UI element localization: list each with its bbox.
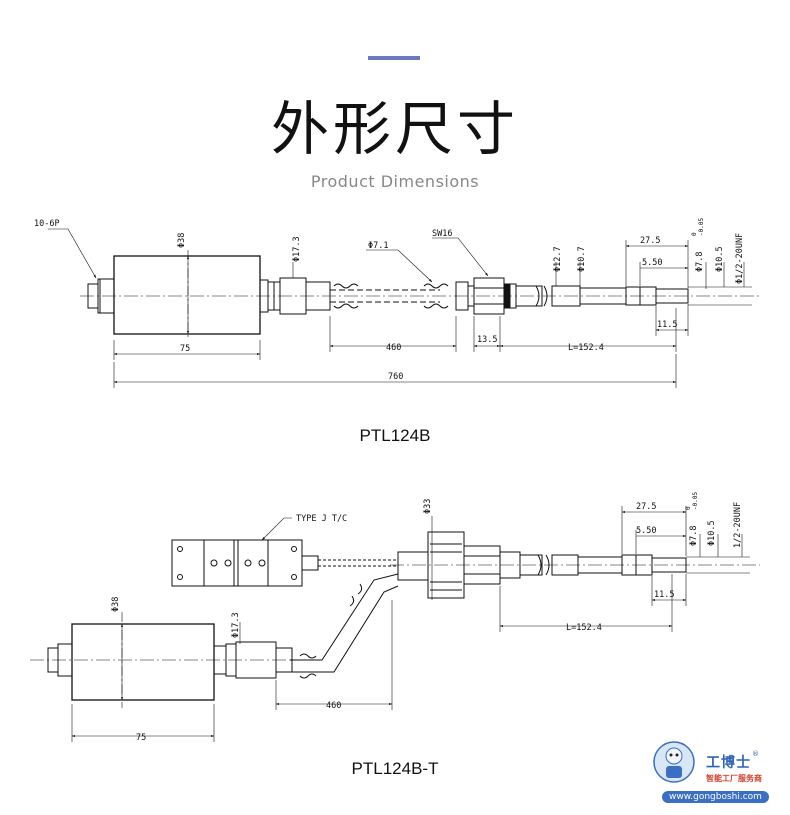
caption-ptl124b-t: PTL124B-T	[351, 759, 439, 778]
label-75: 75	[180, 344, 190, 354]
label2-dia10-5: Φ10.5	[707, 520, 717, 546]
label-length: L=152.4	[568, 343, 604, 353]
label-connector: 10-6P	[34, 219, 60, 229]
label-dia17-3: Φ17.3	[292, 236, 302, 262]
watermark-tagline: 智能工厂服务商	[706, 774, 762, 783]
drawing-ptl124b-t	[30, 506, 760, 742]
label-tc: TYPE J T/C	[296, 514, 347, 524]
label-sw16: SW16	[432, 229, 452, 239]
label-dia38: Φ38	[177, 233, 187, 248]
label2-dia7-8: Φ7.8	[689, 526, 699, 546]
page-title: 外形尺寸	[270, 95, 519, 163]
caption-ptl124b: PTL124B	[359, 426, 431, 445]
label-dia12-7: Φ12.7	[553, 246, 563, 272]
label-5-50: 5.50	[642, 258, 662, 268]
label-tol-lower: -0.05	[698, 218, 705, 236]
label2-tol-lower: -0.05	[692, 492, 699, 510]
mascot-logo	[653, 741, 695, 783]
label-11-5: 11.5	[657, 320, 677, 330]
watermark-url: www.gongboshi.com	[662, 791, 769, 803]
label-dia10-7: Φ10.7	[577, 246, 587, 272]
label2-length: L=152.4	[566, 623, 602, 633]
drawing-ptl124b-labels: 10-6P Φ38 Φ17.3 Φ7.1 SW16 Φ12.7 Φ10.7 27…	[34, 218, 745, 382]
drawing-ptl124b-t-labels: TYPE J T/C Φ33 27.5 5.50 Φ7.8 0 -0.05 Φ1…	[111, 492, 743, 743]
title-accent-bar	[368, 56, 420, 60]
label-dia33: Φ33	[423, 499, 433, 514]
label2-27-5: 27.5	[636, 502, 656, 512]
label2-11-5: 11.5	[654, 590, 674, 600]
watermark-name: 工博士	[706, 755, 751, 771]
label-460: 460	[386, 343, 401, 353]
label-dia10-5: Φ10.5	[715, 246, 725, 272]
label-dia7-1: Φ7.1	[368, 241, 388, 251]
label2-thread: 1/2-20UNF	[733, 502, 743, 548]
label2-5-50: 5.50	[636, 526, 656, 536]
label2-460: 460	[326, 701, 341, 711]
label-13-5: 13.5	[477, 335, 497, 345]
label-tol-upper: 0	[691, 232, 698, 236]
drawing-ptl124b	[48, 228, 760, 388]
label-thread: Φ1/2-20UNF	[735, 233, 745, 284]
label2-dia17-3: Φ17.3	[231, 612, 241, 638]
label-760: 760	[388, 372, 403, 382]
label-dia7-8: Φ7.8	[695, 252, 705, 272]
label2-dia38: Φ38	[111, 597, 121, 612]
label-27-5: 27.5	[640, 236, 660, 246]
page-subtitle: Product Dimensions	[310, 172, 480, 191]
watermark-reg: ®	[752, 750, 759, 758]
label2-tol-upper: 0	[685, 506, 692, 510]
label2-75: 75	[136, 733, 146, 743]
